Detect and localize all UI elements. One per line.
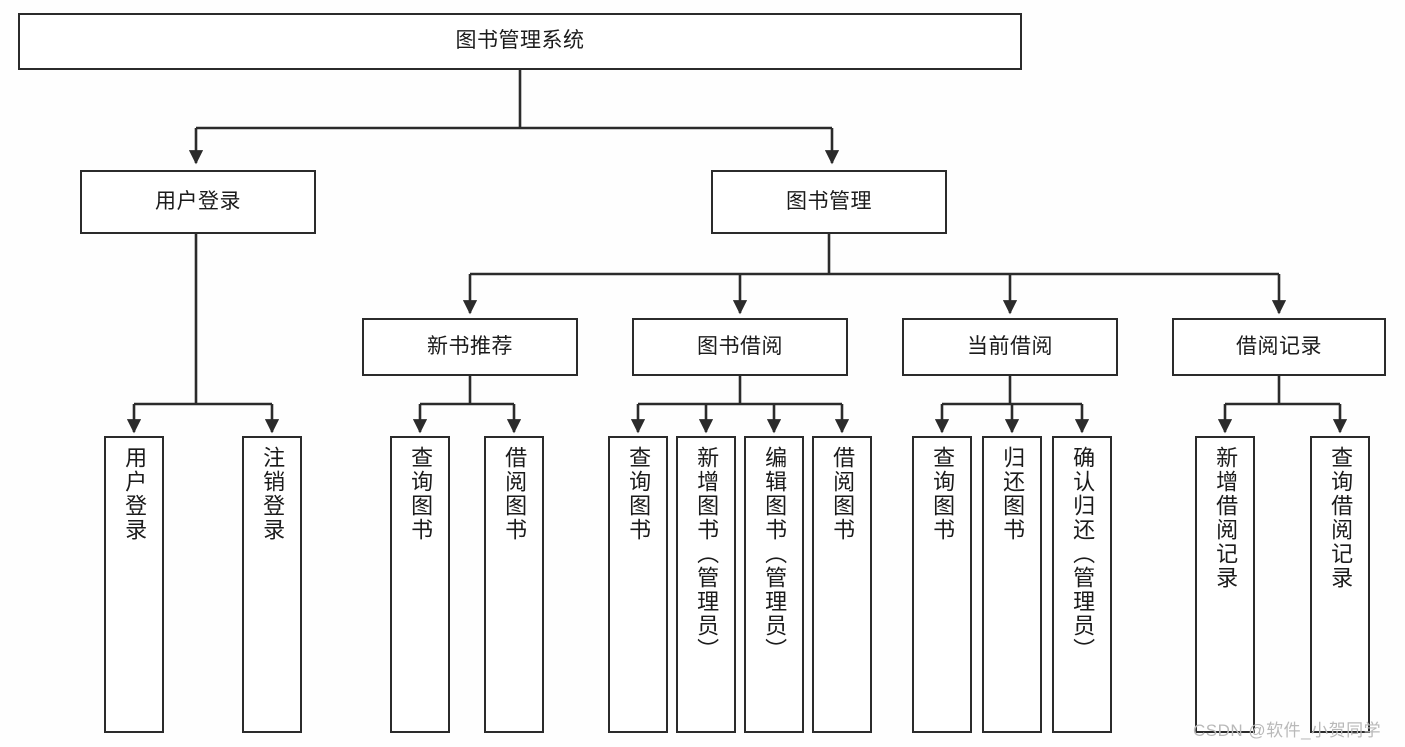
node-label: 新增借阅记录 — [1213, 446, 1239, 590]
node-label: 归还图书 — [1000, 446, 1026, 542]
node-borrow-record[interactable]: 借阅记录 — [1172, 318, 1386, 376]
node-label: 查询借阅记录 — [1328, 446, 1354, 590]
csdn-watermark: CSDN @软件_小贺同学 — [1193, 721, 1382, 740]
node-label: 新书推荐 — [427, 334, 513, 358]
leaf-current-return-book[interactable]: 归还图书 — [982, 436, 1042, 733]
node-label: 图书管理 — [786, 189, 872, 213]
node-label: 查询图书 — [930, 446, 956, 542]
leaf-user-login-login[interactable]: 用户登录 — [104, 436, 164, 733]
node-book-borrow[interactable]: 图书借阅 — [632, 318, 848, 376]
node-book-management[interactable]: 图书管理 — [711, 170, 947, 234]
leaf-recommend-query-book[interactable]: 查询图书 — [390, 436, 450, 733]
node-current-borrow[interactable]: 当前借阅 — [902, 318, 1118, 376]
leaf-borrow-add-book-admin[interactable]: 新增图书（管理员） — [676, 436, 736, 733]
leaf-recommend-borrow-book[interactable]: 借阅图书 — [484, 436, 544, 733]
node-label: 编辑图书（管理员） — [762, 446, 788, 662]
node-label: 用户登录 — [155, 189, 241, 213]
leaf-current-confirm-return-admin[interactable]: 确认归还（管理员） — [1052, 436, 1112, 733]
leaf-record-query-record[interactable]: 查询借阅记录 — [1310, 436, 1370, 733]
leaf-record-add-record[interactable]: 新增借阅记录 — [1195, 436, 1255, 733]
node-user-login[interactable]: 用户登录 — [80, 170, 316, 234]
node-label: 借阅图书 — [502, 446, 528, 542]
node-label: 借阅记录 — [1236, 334, 1322, 358]
node-new-book-recommend[interactable]: 新书推荐 — [362, 318, 578, 376]
leaf-user-login-logout[interactable]: 注销登录 — [242, 436, 302, 733]
leaf-borrow-edit-book-admin[interactable]: 编辑图书（管理员） — [744, 436, 804, 733]
node-label: 查询图书 — [408, 446, 434, 542]
leaf-borrow-borrow-book[interactable]: 借阅图书 — [812, 436, 872, 733]
node-label: 确认归还（管理员） — [1070, 446, 1096, 662]
node-label: 用户登录 — [122, 446, 148, 542]
leaf-borrow-query-book[interactable]: 查询图书 — [608, 436, 668, 733]
node-label: 图书借阅 — [697, 334, 783, 358]
leaf-current-query-book[interactable]: 查询图书 — [912, 436, 972, 733]
node-label: 注销登录 — [260, 446, 286, 542]
node-root-system[interactable]: 图书管理系统 — [18, 13, 1022, 70]
node-label: 新增图书（管理员） — [694, 446, 720, 662]
node-label: 当前借阅 — [967, 334, 1053, 358]
node-label: 借阅图书 — [830, 446, 856, 542]
node-label: 图书管理系统 — [455, 29, 585, 53]
node-label: 查询图书 — [626, 446, 652, 542]
